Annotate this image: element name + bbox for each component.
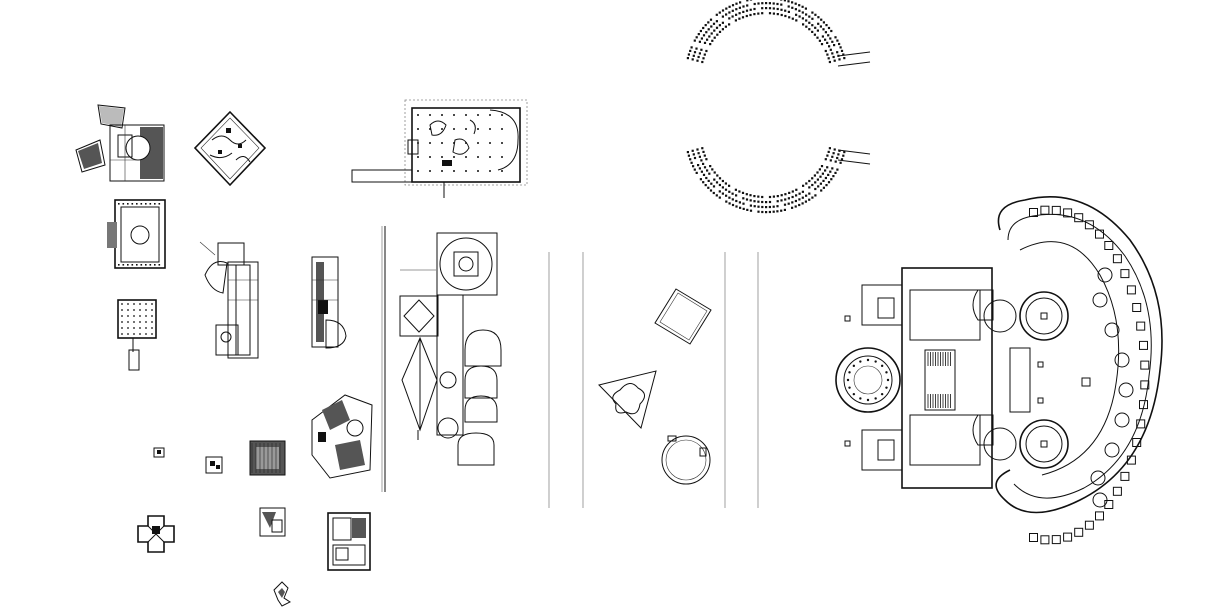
plan-grid-square — [117, 299, 157, 371]
plan-hatched-square — [249, 440, 286, 476]
primitive-circle-ring — [661, 435, 711, 485]
plan-small-house — [259, 507, 286, 537]
plan-diamond-house — [193, 110, 267, 187]
plan-long-wing — [199, 241, 259, 359]
plan-tiny-2 — [205, 456, 223, 474]
plan-gallery-museum — [351, 99, 528, 198]
primitive-rotated-square — [654, 288, 712, 345]
plan-arc-upper — [686, 0, 871, 67]
plan-chapel-complex — [399, 232, 502, 466]
plan-courtyard-block — [107, 199, 166, 269]
plan-organic-fragment — [273, 581, 291, 607]
primitive-triangle-clover — [598, 370, 657, 429]
plan-basilica-oval — [835, 196, 1163, 545]
plan-cross-shape — [137, 515, 175, 553]
plan-stacked-room — [327, 512, 371, 571]
sheet-dividers — [548, 252, 759, 508]
plan-narrow-tower — [311, 256, 347, 349]
plan-villa-irregular — [75, 104, 165, 182]
plan-arc-lower — [686, 147, 871, 214]
plan-cluster-wall — [311, 226, 386, 492]
plan-tiny-1 — [153, 447, 165, 458]
